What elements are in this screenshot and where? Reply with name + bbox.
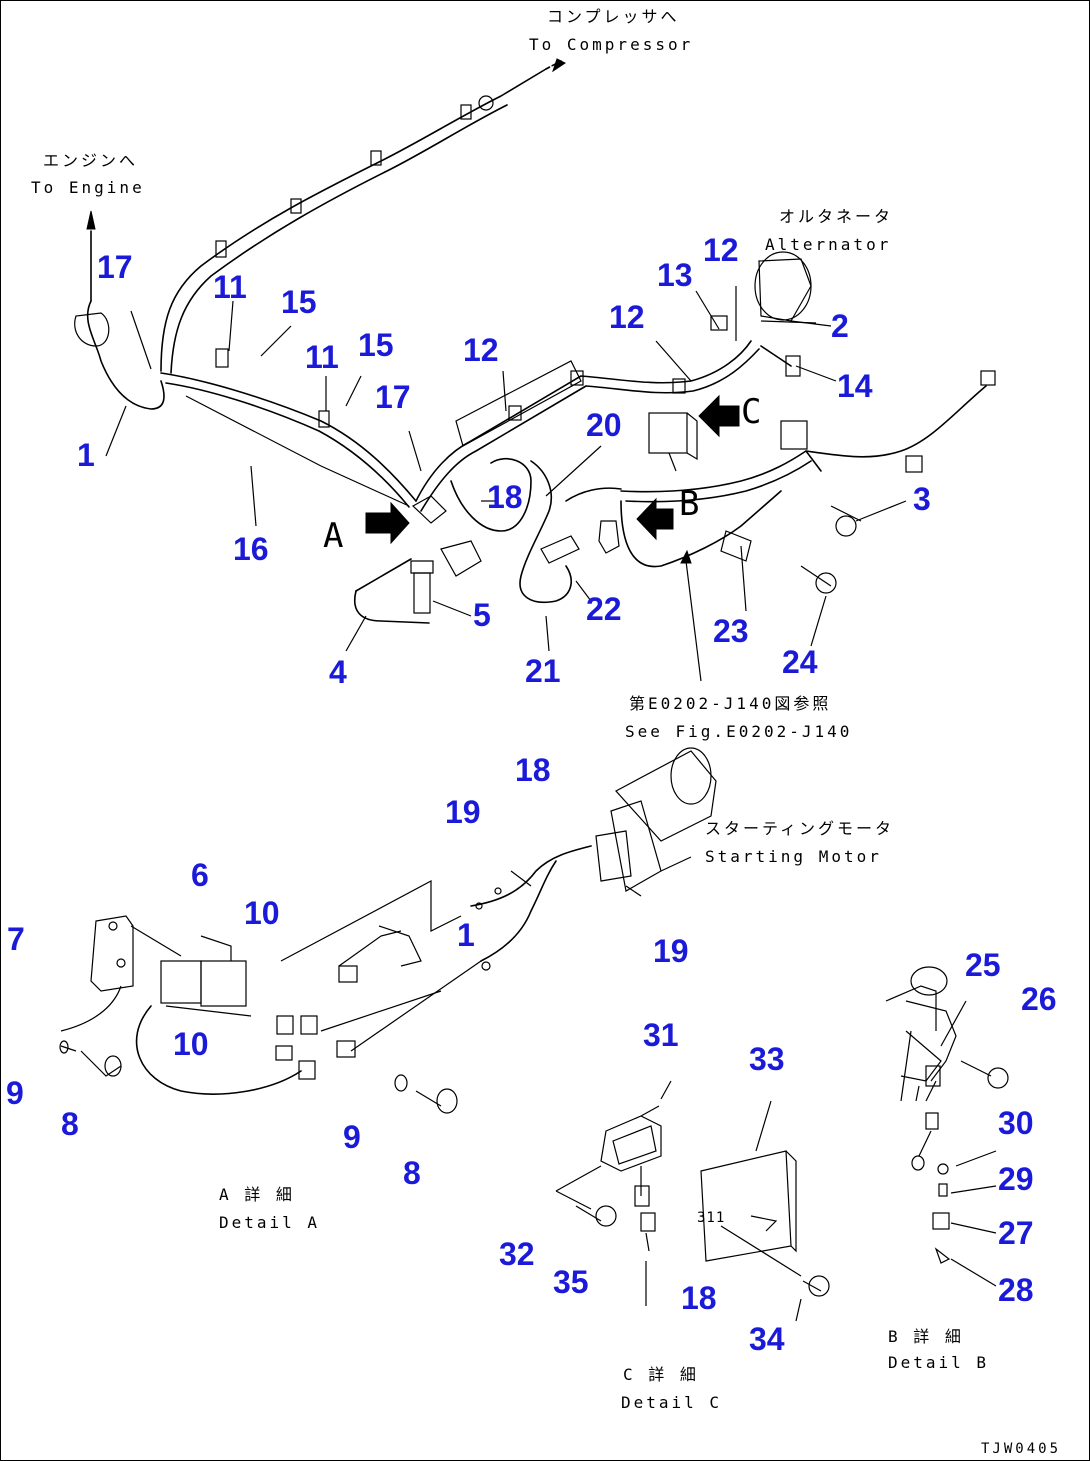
label-311: 311 — [697, 1210, 726, 1226]
callout-15[interactable]: 15 — [358, 327, 394, 363]
callout-8[interactable]: 8 — [61, 1106, 79, 1142]
detail-c-title-jp: C 詳 細 — [623, 1365, 699, 1384]
view-letter-a: A — [323, 516, 344, 556]
detail-b-title-jp: B 詳 細 — [888, 1327, 964, 1346]
callout-2[interactable]: 2 — [831, 308, 849, 344]
callout-30[interactable]: 30 — [998, 1105, 1034, 1141]
engine-note-jp: エンジンへ — [43, 151, 139, 170]
engine-note-en: To Engine — [31, 178, 145, 197]
callout-14[interactable]: 14 — [837, 368, 873, 404]
callout-26[interactable]: 26 — [1021, 981, 1057, 1017]
callout-33[interactable]: 33 — [749, 1041, 785, 1077]
drawing-code: TJW0405 — [981, 1441, 1062, 1457]
callout-19[interactable]: 19 — [445, 794, 481, 830]
callout-18[interactable]: 18 — [487, 479, 523, 515]
see-fig-note-en: See Fig.E0202-J140 — [625, 722, 853, 741]
callout-34[interactable]: 34 — [749, 1321, 785, 1357]
callout-4[interactable]: 4 — [329, 654, 347, 690]
view-letter-c: C — [741, 392, 762, 432]
callout-17[interactable]: 17 — [97, 249, 133, 285]
detail-a-drawing — [59, 747, 717, 1114]
callout-21[interactable]: 21 — [525, 653, 561, 689]
callout-24[interactable]: 24 — [782, 644, 818, 680]
callout-27[interactable]: 27 — [998, 1215, 1034, 1251]
callout-12[interactable]: 12 — [703, 232, 739, 268]
detail-c-drawing — [555, 1080, 830, 1322]
detail-b-title-en: Detail B — [888, 1353, 990, 1372]
callout-19[interactable]: 19 — [653, 933, 689, 969]
callout-10[interactable]: 10 — [244, 895, 280, 931]
view-letter-b: B — [679, 484, 700, 524]
callout-8[interactable]: 8 — [403, 1155, 421, 1191]
callout-29[interactable]: 29 — [998, 1161, 1034, 1197]
callout-25[interactable]: 25 — [965, 947, 1001, 983]
callout-32[interactable]: 32 — [499, 1236, 535, 1272]
compressor-note-jp: コンプレッサへ — [547, 7, 680, 26]
detail-a-title-en: Detail A — [219, 1213, 321, 1232]
compressor-note-en: To Compressor — [529, 35, 694, 54]
callout-31[interactable]: 31 — [643, 1017, 679, 1053]
main-harness — [74, 58, 996, 682]
callout-13[interactable]: 13 — [657, 257, 693, 293]
starting-motor-note-en: Starting Motor — [705, 847, 882, 866]
callout-3[interactable]: 3 — [913, 481, 931, 517]
callout-16[interactable]: 16 — [233, 531, 269, 567]
callout-15[interactable]: 15 — [281, 284, 317, 320]
starting-motor-note-jp: スターティングモータ — [705, 819, 895, 838]
view-arrows — [365, 394, 740, 545]
callout-1[interactable]: 1 — [457, 917, 475, 953]
callout-10[interactable]: 10 — [173, 1026, 209, 1062]
callout-22[interactable]: 22 — [586, 591, 622, 627]
callout-35[interactable]: 35 — [553, 1264, 589, 1300]
detail-b-drawing — [885, 966, 1009, 1287]
callout-17[interactable]: 17 — [375, 379, 411, 415]
callout-5[interactable]: 5 — [473, 597, 491, 633]
callout-7[interactable]: 7 — [7, 921, 25, 957]
see-fig-note-jp: 第E0202-J140図参照 — [629, 694, 832, 713]
detail-a-title-jp: A 詳 細 — [219, 1185, 295, 1204]
callout-23[interactable]: 23 — [713, 613, 749, 649]
alternator-note-jp: オルタネータ — [779, 207, 894, 226]
callout-20[interactable]: 20 — [586, 407, 622, 443]
callout-28[interactable]: 28 — [998, 1272, 1034, 1308]
callout-1[interactable]: 1 — [77, 437, 95, 473]
callout-18[interactable]: 18 — [681, 1280, 717, 1316]
callout-11[interactable]: 11 — [305, 339, 339, 375]
callout-12[interactable]: 12 — [463, 332, 499, 368]
callout-9[interactable]: 9 — [343, 1119, 361, 1155]
callout-11[interactable]: 11 — [213, 269, 247, 305]
callout-6[interactable]: 6 — [191, 857, 209, 893]
callout-18[interactable]: 18 — [515, 752, 551, 788]
detail-c-title-en: Detail C — [621, 1393, 723, 1412]
callout-9[interactable]: 9 — [6, 1075, 24, 1111]
alternator-note-en: Alternator — [765, 235, 892, 254]
callout-12[interactable]: 12 — [609, 299, 645, 335]
